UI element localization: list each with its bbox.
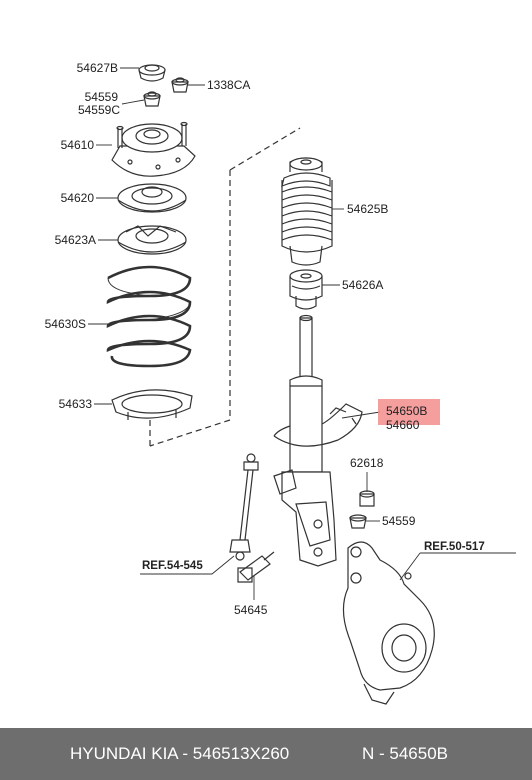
part-54645-bolt: [238, 552, 274, 582]
part-62618: [360, 491, 374, 506]
footer-part-number: HYUNDAI KIA - 546513X260: [70, 744, 290, 763]
label-54623A: 54623A: [54, 233, 96, 247]
label-54559-top: 54559: [84, 90, 118, 104]
label-54610: 54610: [60, 138, 94, 152]
part-54626A-bump-stop: [290, 270, 322, 309]
label-54630S: 54630S: [44, 317, 86, 331]
part-54627B: [139, 65, 165, 81]
part-knuckle-ref-50-517: [343, 542, 434, 704]
part-54633-lower-pad: [112, 390, 192, 420]
label-54633: 54633: [58, 397, 92, 411]
label-54660: 54660: [386, 418, 420, 432]
label-54626A: 54626A: [342, 278, 384, 292]
part-54650B-strut-assembly: [274, 316, 362, 567]
assembly-dashed-outline: [150, 128, 300, 446]
label-54645: 54645: [234, 603, 268, 617]
label-54559-lower: 54559: [382, 514, 416, 528]
label-54625B: 54625B: [347, 202, 389, 216]
part-54559-top: [144, 92, 160, 106]
label-ref-50-517: REF.50-517: [424, 541, 485, 553]
label-54650B: 54650B: [386, 404, 428, 418]
part-1338CA: [172, 78, 188, 92]
label-54620: 54620: [60, 191, 94, 205]
label-62618: 62618: [350, 456, 384, 470]
label-ref-54-545: REF.54-545: [142, 560, 203, 572]
part-stabilizer-link: [230, 454, 258, 560]
label-54627B: 54627B: [76, 61, 118, 75]
part-54610-strut-mount: [112, 123, 195, 177]
part-54623A-upper-seat: [118, 226, 186, 254]
part-54620-bearing: [118, 184, 186, 212]
suspension-exploded-diagram: [0, 0, 532, 728]
part-54559-lower: [350, 515, 366, 528]
footer-ref-number: N - 54650B: [362, 744, 448, 763]
label-1338CA: 1338CA: [207, 78, 251, 92]
part-54625B-dust-boot: [282, 158, 332, 265]
label-54559C: 54559C: [77, 103, 120, 117]
leader-lines: [88, 68, 516, 600]
footer-bar: HYUNDAI KIA - 546513X260 N - 54650B: [0, 728, 532, 780]
highlight-54650B: [378, 399, 440, 425]
part-54630S-coil-spring: [108, 267, 190, 366]
